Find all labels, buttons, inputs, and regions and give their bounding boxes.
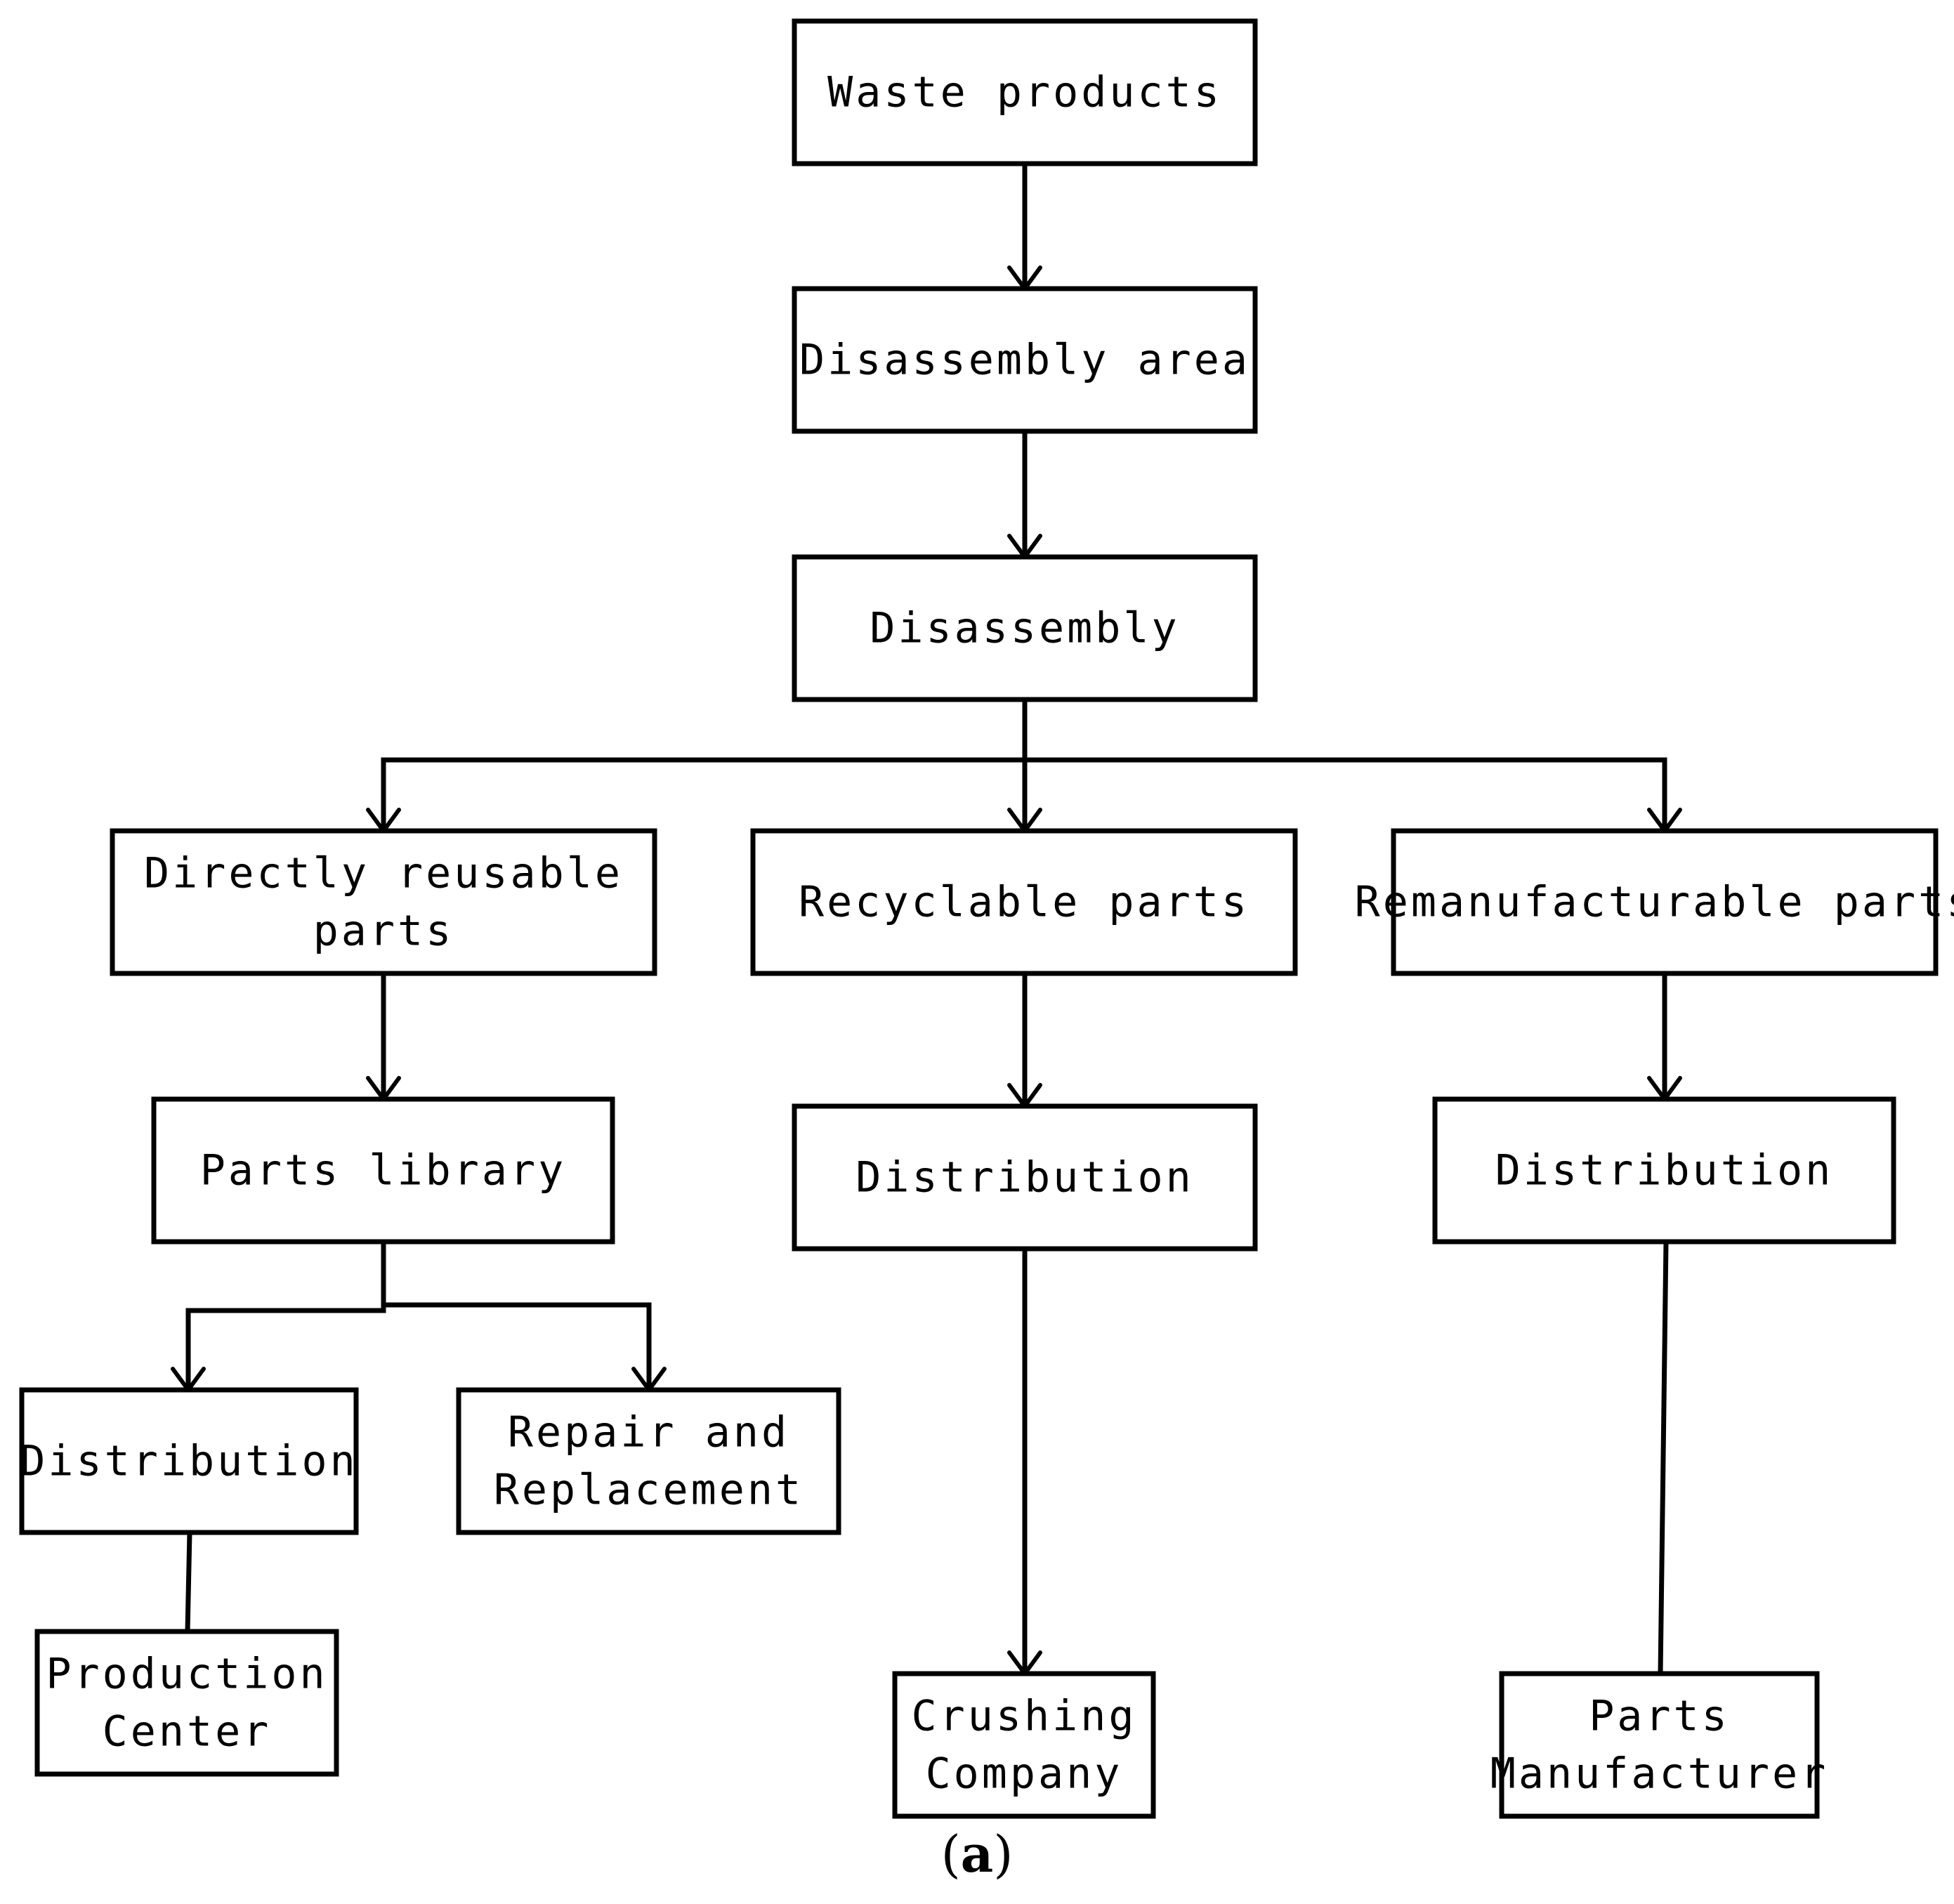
connector-line: [1658, 1241, 1669, 1674]
connector-line: [383, 1302, 652, 1390]
node-remanufacturable-parts: Remanufacturable parts: [1355, 828, 1954, 976]
caption-open-paren: (: [941, 1825, 961, 1884]
figure-caption: (a): [941, 1824, 1014, 1884]
node-label-line: Directly reusable: [144, 849, 623, 898]
edge-disassembly-to-remanufacturable-parts: [1025, 757, 1682, 833]
node-box: [110, 828, 657, 976]
node-waste-products: Waste products: [792, 18, 1258, 166]
edge-distribution-reusable-to-production-center: [185, 1532, 192, 1632]
node-box: [456, 1387, 841, 1535]
node-label-line: Distribution: [1495, 1146, 1833, 1195]
edge-distribution-recyclable-to-crushing-company: [1007, 1249, 1042, 1676]
node-label-line: parts: [313, 907, 454, 956]
node-distribution-reusable: Distribution: [19, 1387, 359, 1535]
node-label-line: Disassembly area: [799, 336, 1250, 385]
node-box: [1499, 1671, 1820, 1819]
node-label-line: Center: [103, 1707, 272, 1757]
node-label-line: Company: [926, 1749, 1123, 1799]
edge-distribution-remanufacturable-to-parts-manufacturer: [1658, 1241, 1669, 1674]
connector-line: [185, 1532, 192, 1632]
connector-line: [185, 1242, 386, 1390]
connector-line: [1025, 757, 1667, 831]
node-label-line: Disassembly: [870, 604, 1179, 653]
node-label-line: Waste products: [827, 68, 1222, 117]
node-label-line: Remanufacturable parts: [1355, 878, 1954, 927]
node-box: [750, 828, 1298, 976]
caption-letter: a: [961, 1824, 994, 1884]
node-box: [792, 1103, 1258, 1252]
caption-close-paren: ): [993, 1825, 1013, 1884]
node-label-line: Distribution: [20, 1437, 358, 1486]
node-label-line: Parts: [1589, 1692, 1730, 1741]
node-distribution-remanufacturable: Distribution: [1432, 1096, 1896, 1245]
edge-parts-library-to-repair-and-replacement: [383, 1302, 667, 1392]
connector-line: [381, 700, 1028, 831]
node-label-line: Manufacturer: [1490, 1749, 1828, 1799]
node-label-line: Parts library: [200, 1146, 567, 1195]
edge-disassembly-area-to-disassembly: [1007, 431, 1042, 559]
edge-parts-library-to-distribution-reusable: [171, 1242, 386, 1392]
edge-recyclable-parts-to-distribution-recyclable: [1007, 973, 1042, 1108]
node-label-line: Crushing: [912, 1692, 1137, 1741]
node-box: [792, 286, 1258, 434]
node-label-line: Production: [46, 1650, 327, 1699]
edges-layer: [171, 164, 1682, 1676]
node-distribution-recyclable: Distribution: [792, 1103, 1258, 1252]
edge-remanufacturable-parts-to-distribution-remanufacturable: [1647, 973, 1682, 1101]
edge-disassembly-to-recyclable-parts: [1007, 700, 1042, 833]
node-disassembly-area: Disassembly area: [792, 286, 1258, 434]
node-box: [1432, 1096, 1896, 1245]
node-box: [1391, 828, 1939, 976]
node-directly-reusable-parts: Directly reusable parts: [110, 828, 657, 976]
node-box: [151, 1096, 615, 1245]
edge-disassembly-to-directly-reusable-parts: [366, 700, 1028, 833]
node-recyclable-parts: Recyclable parts: [750, 828, 1298, 976]
node-box: [792, 18, 1258, 166]
node-box: [34, 1629, 339, 1777]
node-parts-library: Parts library: [151, 1096, 615, 1245]
node-box: [892, 1671, 1156, 1819]
edge-directly-reusable-parts-to-parts-library: [366, 973, 401, 1101]
node-label-line: Recyclable parts: [799, 878, 1250, 927]
node-disassembly: Disassembly: [792, 554, 1258, 702]
node-label-line: Replacement: [494, 1466, 804, 1515]
node-box: [19, 1387, 359, 1535]
node-box: [792, 554, 1258, 702]
edge-waste-products-to-disassembly-area: [1007, 164, 1042, 291]
node-label-line: Repair and: [508, 1408, 789, 1457]
node-label-line: Distribution: [855, 1153, 1193, 1202]
